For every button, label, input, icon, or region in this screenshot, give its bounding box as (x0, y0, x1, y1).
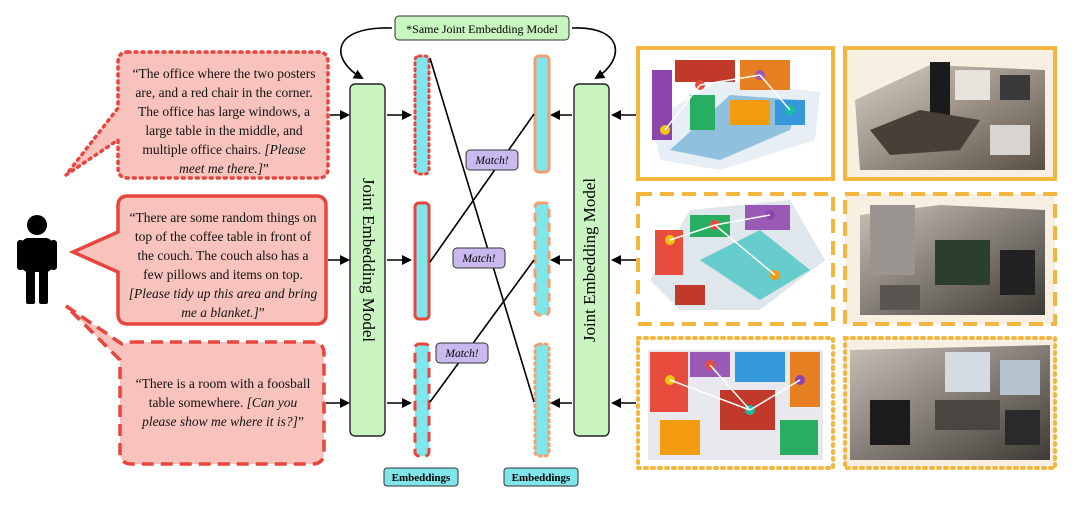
query-bubble-1 (64, 50, 330, 180)
left-embedding-1 (413, 54, 431, 176)
query-quote-1: “The office where the two posters are, a… (132, 66, 316, 157)
embeddings-tag-left (383, 467, 459, 487)
query-text-2: “There are some random things on top of … (128, 208, 318, 322)
match-badge-2 (452, 247, 506, 269)
right-encoder-label: Joint Embedding Model (580, 178, 599, 343)
match-label-3: Match! (444, 348, 478, 360)
right-embedding-2 (533, 201, 551, 317)
right-embedding-1 (533, 54, 551, 174)
encoder-to-embedding-arrows (387, 110, 412, 408)
match-badge-3 (435, 342, 489, 364)
right-embedding-3 (533, 342, 551, 458)
scene-photo-1 (843, 46, 1057, 181)
scene-graph-2 (636, 192, 835, 326)
query-quote-2: “There are some random things on top of … (129, 210, 317, 282)
person-icon (17, 215, 57, 304)
scene-graph-1 (636, 46, 835, 181)
match-badge-1 (465, 149, 519, 171)
input-arrows (326, 110, 350, 408)
embeddings-tag-right (503, 467, 579, 487)
query-request-2: [Please tidy up this area and bring me a… (128, 286, 318, 320)
query-request-3: [Can you please show me where it is?] (142, 395, 298, 429)
scene-input-arrows (611, 110, 636, 408)
left-encoder-box (349, 83, 386, 437)
left-embedding-3 (413, 342, 431, 458)
left-embedding-2 (413, 201, 431, 321)
scene-graph-3 (636, 336, 835, 470)
query-text-3: “There is a room with a foosball table s… (132, 374, 314, 431)
match-lines (429, 57, 535, 403)
right-encoder-box (573, 83, 610, 437)
embeddings-label-right: Embeddings (512, 472, 571, 484)
query-close-1: ” (262, 161, 269, 176)
query-close-3: ” (297, 414, 304, 429)
same-model-label: *Same Joint Embedding Model (406, 22, 558, 36)
query-quote-3: “There is a room with a foosball table s… (135, 376, 311, 410)
same-model-arrow-right (571, 27, 617, 80)
embeddings-label-left: Embeddings (392, 472, 451, 484)
scene-photo-3 (843, 336, 1057, 470)
query-request-1: [Please meet me there.] (179, 142, 306, 176)
query-close-2: ” (258, 305, 265, 320)
right-encoder-to-embedding-arrows (550, 110, 572, 408)
query-text-1: “The office where the two posters are, a… (130, 64, 318, 178)
match-label-2: Match! (461, 253, 495, 265)
same-model-box (394, 15, 570, 41)
left-encoder-label: Joint Embedding Model (359, 178, 378, 343)
same-model-arrow-left (340, 27, 393, 79)
match-label-1: Match! (474, 155, 508, 167)
scene-photo-2 (843, 192, 1057, 326)
query-bubble-2 (68, 194, 328, 326)
query-bubble-3 (64, 304, 326, 466)
